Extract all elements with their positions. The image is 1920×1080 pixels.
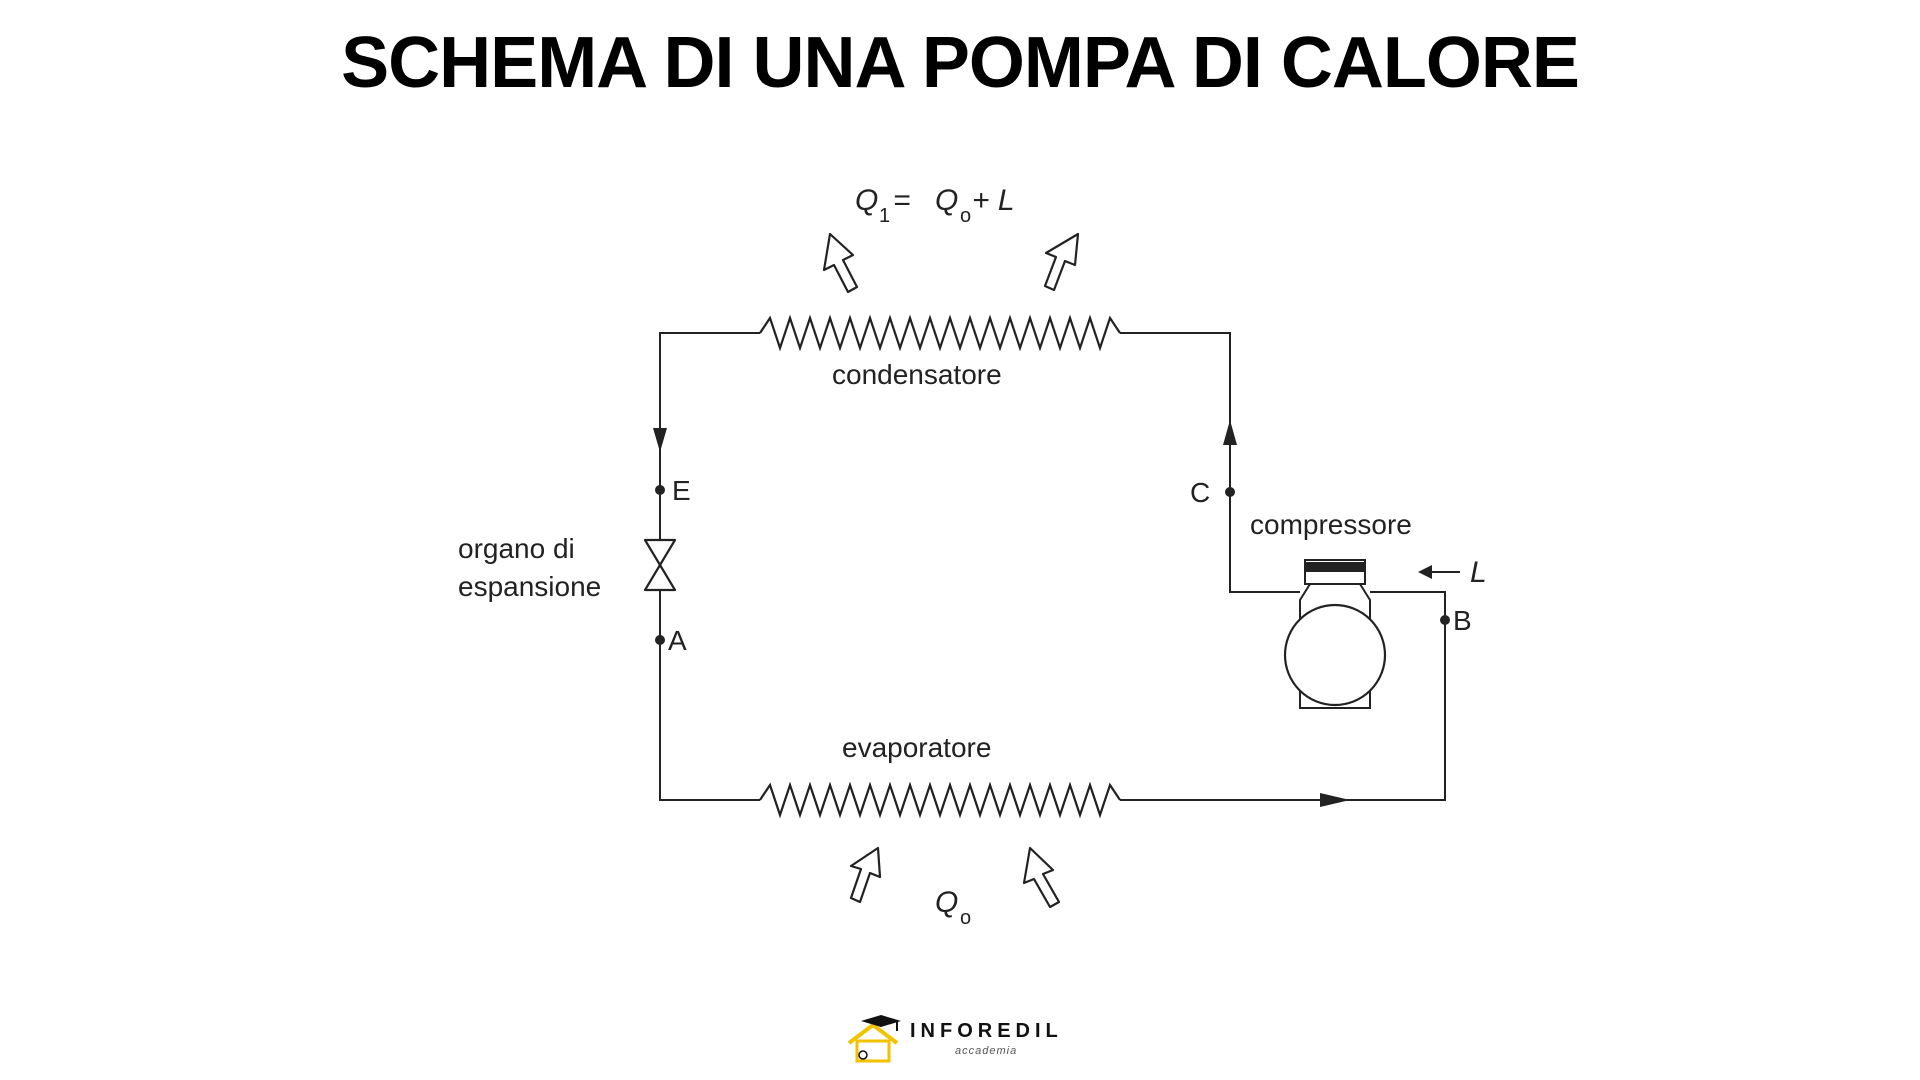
page-title: SCHEMA DI UNA POMPA DI CALORE <box>341 23 1580 103</box>
evaporator-label: evaporatore <box>842 732 991 763</box>
point-e-dot <box>655 485 665 495</box>
expansion-valve-icon <box>643 538 677 592</box>
heat-out-arrow-left-icon <box>822 232 859 294</box>
point-b-label: B <box>1453 605 1472 636</box>
heat-out-arrows <box>822 232 1080 294</box>
svg-text:Q: Q <box>935 886 958 919</box>
flow-arrows <box>653 420 1350 807</box>
flow-arrow-up-icon <box>1223 420 1237 445</box>
svg-text:Q: Q <box>935 184 958 217</box>
inforedil-logo <box>847 1015 901 1063</box>
svg-text:+ L: + L <box>972 184 1015 217</box>
heat-out-arrow-right-icon <box>1043 232 1080 292</box>
svg-text:o: o <box>960 907 971 929</box>
work-label: L <box>1470 556 1487 589</box>
heat-in-label: Q o <box>935 886 971 929</box>
condenser-label: condensatore <box>832 359 1002 390</box>
point-b-dot <box>1440 615 1450 625</box>
logo-name: INFOREDIL <box>910 1020 1063 1042</box>
svg-text:Q: Q <box>855 184 878 217</box>
compressor-label: compressore <box>1250 509 1412 540</box>
condenser-coil <box>759 314 1121 352</box>
point-c-dot <box>1225 487 1235 497</box>
compressor-icon <box>1283 559 1387 709</box>
work-arrow-icon <box>1418 565 1432 579</box>
heat-out-equation: Q 1 = Q o + L <box>855 184 1015 227</box>
graduation-house-icon <box>847 1015 901 1063</box>
svg-text:o: o <box>960 205 971 227</box>
heat-in-arrow-left-icon <box>849 846 882 904</box>
point-a-dot <box>655 635 665 645</box>
heat-in-arrow-right-icon <box>1022 846 1061 909</box>
point-a-label: A <box>668 625 687 656</box>
heat-in-arrows <box>849 846 1061 909</box>
expansion-label-line1: organo di <box>458 533 575 564</box>
point-c-label: C <box>1190 477 1210 508</box>
svg-text:=: = <box>893 184 911 217</box>
point-e-label: E <box>672 475 691 506</box>
flow-arrow-down-icon <box>653 428 667 452</box>
logo-subtitle: accademia <box>955 1045 1018 1057</box>
expansion-label-line2: espansione <box>458 571 601 602</box>
evaporator-coil <box>759 781 1121 819</box>
svg-text:1: 1 <box>879 205 890 227</box>
flow-arrow-right-icon <box>1320 793 1350 807</box>
